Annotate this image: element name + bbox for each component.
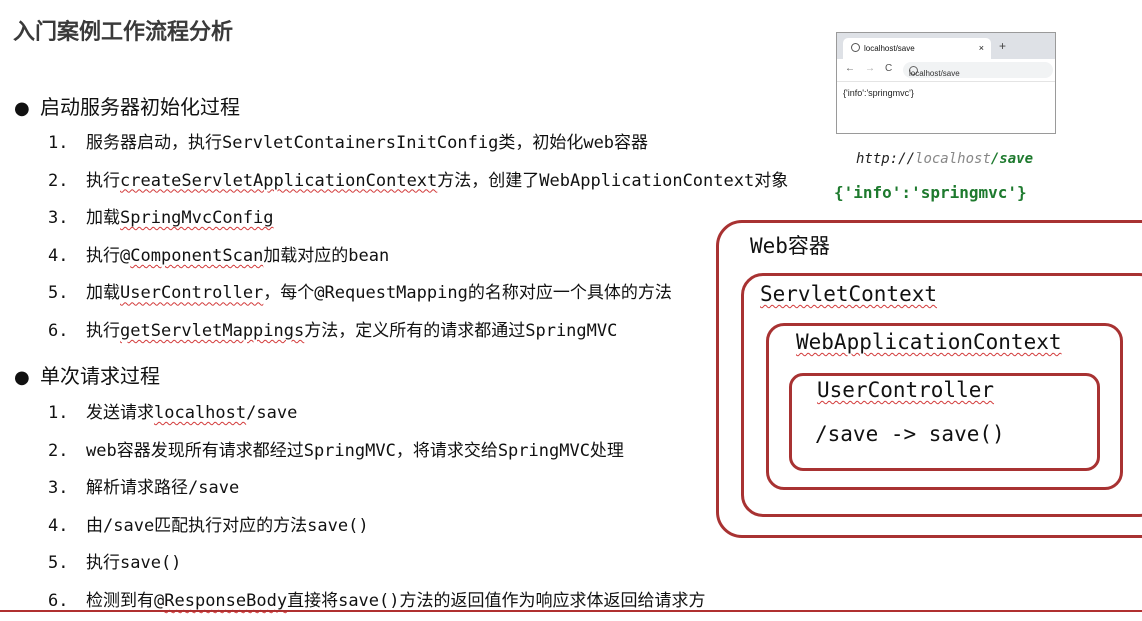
section-heading-text: 启动服务器初始化过程 [40, 95, 240, 119]
list-item: 5.加载UserController，每个@RequestMapping的名称对… [48, 283, 672, 304]
browser-tab-strip: localhost/save × + [837, 33, 1055, 59]
new-tab-button[interactable]: + [999, 39, 1007, 53]
forward-arrow-icon[interactable]: → [865, 63, 875, 74]
list-item: 2.执行createServletApplicationContext方法，创建… [48, 170, 789, 191]
json-response-caption: {'info':'springmvc'} [834, 183, 1027, 202]
web-container-label: Web容器 [750, 234, 830, 258]
url-caption: http://localhost/save [856, 151, 1034, 167]
user-controller-box [789, 373, 1100, 471]
browser-page-content: {'info':'springmvc'} [843, 88, 914, 98]
info-icon [909, 66, 918, 75]
list-item: 3.加载SpringMvcConfig [48, 208, 274, 229]
section-heading-request: ● 单次请求过程 [14, 360, 160, 389]
bullet-icon: ● [14, 367, 30, 388]
browser-tab[interactable]: localhost/save × [843, 38, 991, 59]
list-item: 2.web容器发现所有请求都经过SpringMVC，将请求交给SpringMVC… [48, 440, 624, 461]
address-bar[interactable]: localhost/save [903, 62, 1053, 78]
request-mapping-label: /save -> save() [815, 422, 1005, 446]
back-arrow-icon[interactable]: ← [845, 63, 855, 74]
browser-tab-title: localhost/save [864, 44, 915, 53]
list-item: 6.执行getServletMappings方法，定义所有的请求都通过Sprin… [48, 320, 618, 341]
browser-nav-bar: ← → C localhost/save [837, 59, 1055, 82]
reload-icon[interactable]: C [885, 63, 893, 74]
address-text: localhost/save [909, 69, 960, 78]
list-item: 5.执行save() [48, 553, 182, 574]
close-icon[interactable]: × [978, 43, 984, 53]
list-item: 4.由/save匹配执行对应的方法save() [48, 515, 369, 536]
list-item: 1.服务器启动，执行ServletContainersInitConfig类，初… [48, 133, 649, 153]
list-item: 4.执行@ComponentScan加载对应的bean [48, 245, 390, 266]
list-item: 1.发送请求localhost/save [48, 403, 298, 423]
section-heading-text: 单次请求过程 [40, 364, 160, 388]
startup-steps-list: 1.服务器启动，执行ServletContainersInitConfig类，初… [48, 125, 788, 351]
list-item: 3.解析请求路径/save [48, 478, 240, 499]
browser-screenshot: localhost/save × + ← → C localhost/save … [836, 32, 1056, 134]
bullet-icon: ● [14, 98, 30, 119]
request-steps-list: 1.发送请求localhost/save 2.web容器发现所有请求都经过Spr… [48, 395, 706, 621]
globe-icon [851, 43, 860, 52]
list-item: 6.检测到有@ResponseBody直接将save()方法的返回值作为响应求体… [48, 590, 706, 611]
slide-title: 入门案例工作流程分析 [13, 20, 234, 45]
user-controller-label: UserController [817, 378, 995, 402]
section-heading-startup: ● 启动服务器初始化过程 [14, 91, 240, 120]
web-application-context-box [766, 323, 1123, 490]
web-container-box [716, 220, 1142, 538]
servlet-context-label: ServletContext [760, 282, 938, 306]
servlet-context-box [741, 273, 1142, 517]
web-application-context-label: WebApplicationContext [796, 330, 1062, 354]
bottom-divider [0, 610, 1142, 612]
